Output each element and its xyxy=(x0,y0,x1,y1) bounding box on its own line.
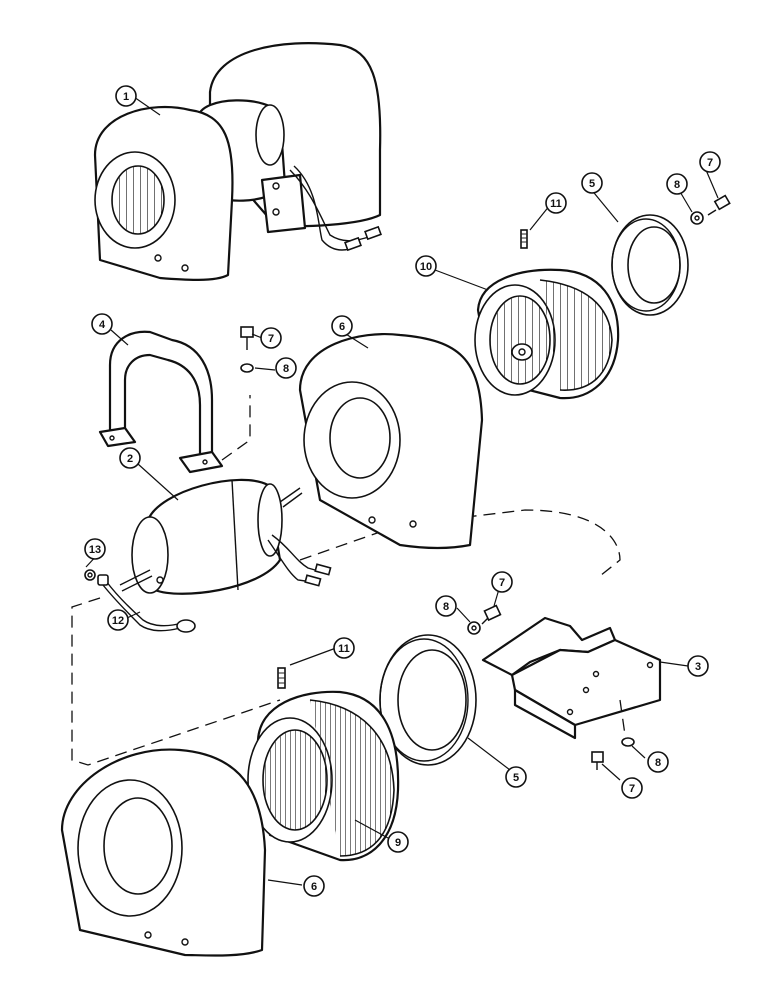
callout-8-strap: 8 xyxy=(275,357,297,379)
leader-lines xyxy=(85,96,719,886)
ground-wire xyxy=(97,574,196,633)
cap-screw xyxy=(240,326,254,350)
cap-screw xyxy=(707,194,731,216)
inlet-ring xyxy=(611,214,689,316)
callout-13: 13 xyxy=(84,538,106,560)
svg-text:12: 12 xyxy=(112,615,124,627)
svg-text:2: 2 xyxy=(127,453,133,465)
set-screw xyxy=(277,667,286,689)
svg-text:5: 5 xyxy=(589,178,595,190)
nut xyxy=(84,569,96,581)
blower-wheel xyxy=(474,268,620,400)
callout-1: 1 xyxy=(115,85,137,107)
lock-washer xyxy=(621,737,635,747)
blower-motor xyxy=(119,478,332,595)
motor-support-bracket xyxy=(481,616,662,740)
assembled-blower-unit xyxy=(93,42,382,281)
callout-6-lower: 6 xyxy=(303,875,325,897)
callout-8-lower: 8 xyxy=(647,751,669,773)
svg-text:13: 13 xyxy=(89,544,101,556)
svg-text:7: 7 xyxy=(499,577,505,589)
blower-housing xyxy=(60,748,267,957)
callout-7-top: 7 xyxy=(699,151,721,173)
callout-11-lower: 11 xyxy=(333,637,355,659)
motor-strap xyxy=(98,330,224,474)
svg-text:1: 1 xyxy=(123,91,129,103)
callout-2: 2 xyxy=(119,447,141,469)
svg-text:11: 11 xyxy=(338,643,350,655)
callout-12: 12 xyxy=(107,609,129,631)
svg-text:10: 10 xyxy=(420,261,432,273)
svg-text:3: 3 xyxy=(695,661,701,673)
callout-7-bracket: 7 xyxy=(491,571,513,593)
svg-text:7: 7 xyxy=(707,157,713,169)
callout-8-bracket: 8 xyxy=(435,595,457,617)
svg-text:4: 4 xyxy=(99,319,106,331)
callout-6-upper: 6 xyxy=(331,315,353,337)
cap-screw xyxy=(591,751,604,770)
callout-9: 9 xyxy=(387,831,409,853)
inlet-ring xyxy=(379,634,477,766)
svg-text:11: 11 xyxy=(550,198,562,210)
svg-text:6: 6 xyxy=(339,321,345,333)
callout-5-lower: 5 xyxy=(505,766,527,788)
svg-text:6: 6 xyxy=(311,881,317,893)
svg-text:8: 8 xyxy=(283,363,289,375)
cap-screw xyxy=(481,604,502,625)
callout-5-upper: 5 xyxy=(581,172,603,194)
svg-text:8: 8 xyxy=(655,757,661,769)
callout-7-strap: 7 xyxy=(260,327,282,349)
callout-4: 4 xyxy=(91,313,113,335)
svg-text:5: 5 xyxy=(513,772,519,784)
lock-washer xyxy=(240,363,254,373)
svg-text:7: 7 xyxy=(629,783,635,795)
blower-housing xyxy=(298,333,484,550)
callout-10: 10 xyxy=(415,255,437,277)
set-screw xyxy=(520,229,528,249)
callout-3: 3 xyxy=(687,655,709,677)
blower-wheel xyxy=(247,690,400,862)
callout-7-lower: 7 xyxy=(621,777,643,799)
svg-text:7: 7 xyxy=(268,333,274,345)
svg-text:8: 8 xyxy=(443,601,449,613)
lock-washer xyxy=(467,621,481,635)
svg-text:8: 8 xyxy=(674,179,680,191)
lock-washer xyxy=(690,211,704,225)
callout-8-top: 8 xyxy=(666,173,688,195)
callout-11-upper: 11 xyxy=(545,192,567,214)
svg-text:9: 9 xyxy=(395,837,401,849)
